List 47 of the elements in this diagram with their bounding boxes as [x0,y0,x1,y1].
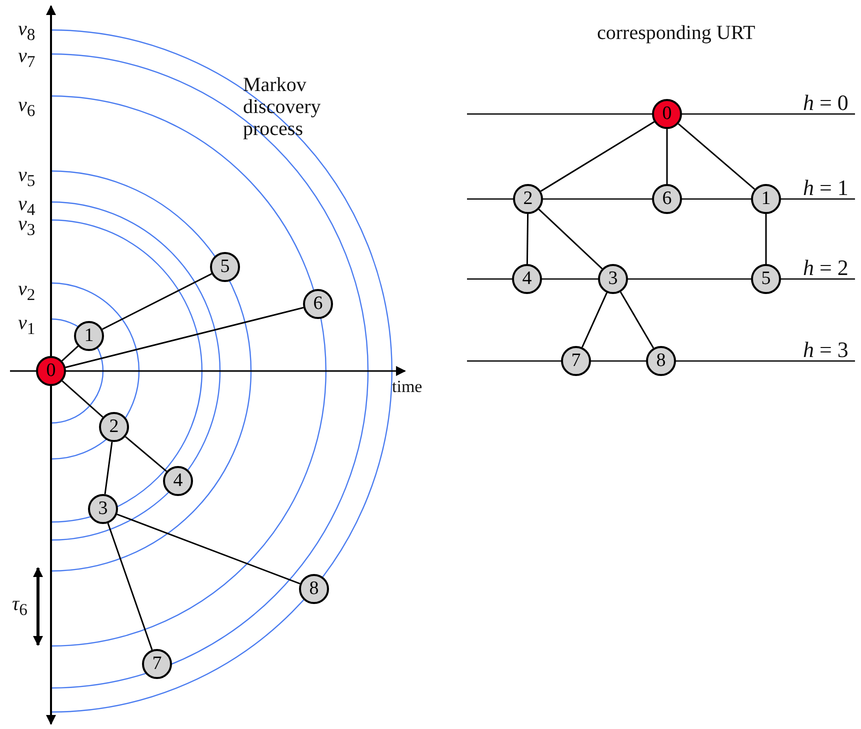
level-label: h = 0 [803,91,848,116]
axis-label: v$_{8}$ [18,18,36,44]
connector-line [666,129,668,184]
node-circle: 6 [652,184,682,214]
connector-line [124,436,168,472]
node-circle: 5 [210,252,240,282]
connector-line [765,214,767,264]
axis-label: τ$_{6}$ [12,593,28,620]
connector-line [540,121,655,192]
connector-line [104,442,113,494]
heading: corresponding URT [597,22,756,44]
connector-line [620,292,654,348]
connector-line [65,306,304,368]
node-circle: 3 [88,494,118,524]
axis-label: v$_{1}$ [18,312,36,338]
node-circle: 3 [598,264,628,294]
connector-line [107,522,153,650]
root-node-circle: 0 [652,99,682,129]
connector-line [538,208,603,270]
connector-line [678,123,756,190]
node-circle: 8 [646,346,676,376]
node-circle: 4 [512,264,542,294]
level-label: h = 1 [803,176,848,200]
level-label: h = 2 [803,256,848,280]
axis-label: v$_{2}$ [18,278,36,304]
node-circle: 1 [751,184,781,214]
connector-line [62,346,78,362]
node-circle: 7 [561,346,591,376]
connector-line [62,380,104,418]
axis-label: v$_{7}$ [18,45,36,72]
level-label: h = 3 [803,338,848,362]
node-circle: 7 [142,649,172,679]
node-circle: 5 [751,264,781,294]
axis-label: v$_{6}$ [18,94,36,120]
connector-line [526,214,529,264]
connector-line [581,292,608,348]
node-circle: 2 [99,412,129,442]
node-circle: 1 [74,321,104,351]
axis-label: v$_{5}$ [18,164,36,190]
connector-line [116,514,300,584]
root-node-circle: 0 [36,356,66,386]
connector-line [102,273,212,330]
axis-label: time [392,378,422,397]
node-circle: 2 [513,184,543,214]
node-circle: 8 [299,574,329,604]
node-circle: 6 [303,289,333,319]
node-circle: 4 [163,466,193,496]
